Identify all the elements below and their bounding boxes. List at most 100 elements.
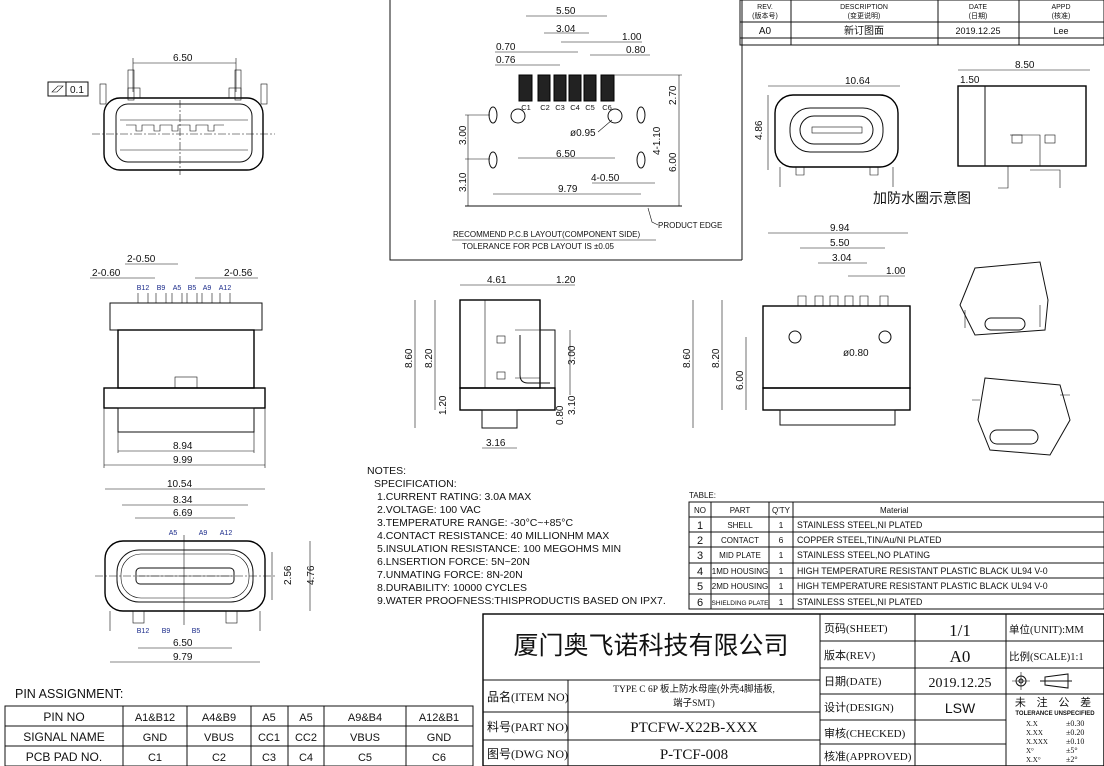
- pin-label: B12: [137, 285, 150, 292]
- dim: 2.56: [283, 565, 294, 585]
- pin-cell: CC1: [258, 732, 280, 744]
- checked-label: 审核(CHECKED): [824, 726, 906, 740]
- pin-cell: CC2: [295, 732, 317, 744]
- pad-label: C2: [540, 103, 550, 112]
- pin-cell: A5: [299, 712, 312, 724]
- dim: 1.00: [622, 32, 642, 43]
- pin-cell: A4&B9: [202, 712, 236, 724]
- design-value: LSW: [945, 700, 976, 716]
- tolerance-format: X°: [1026, 747, 1034, 755]
- part-material: STAINLESS STEEL,NO PLATING: [797, 550, 930, 560]
- tolerance-subtitle: TOLERANCE UNSPECIFIED: [1015, 711, 1095, 717]
- dim: 6.50: [556, 149, 576, 160]
- item-label: 品名(ITEM NO): [487, 689, 569, 704]
- tolerance-value: ±0.20: [1066, 728, 1084, 737]
- tolerance-value: ±0.30: [1066, 719, 1084, 728]
- part-qty: 1: [779, 581, 784, 591]
- dim: ø0.95: [570, 128, 596, 139]
- dim: 2-0.50: [127, 254, 156, 265]
- tolerance-value: ±0.10: [1066, 737, 1084, 746]
- front-top-view: 6.50: [92, 53, 275, 175]
- pad-label: C1: [521, 103, 531, 112]
- part-no: 2: [697, 535, 703, 547]
- sheet-label: 页码(SHEET): [824, 622, 888, 635]
- note-item: 7.UNMATING FORCE: 8N-20N: [377, 569, 523, 581]
- pad-label: C6: [602, 103, 612, 112]
- part-label: 料号(PART NO): [487, 720, 568, 734]
- pin-cell: GND: [427, 732, 452, 744]
- dim: 8.50: [1015, 60, 1035, 71]
- dim: 3.04: [556, 24, 576, 35]
- tolerance-value: ±2°: [1066, 755, 1078, 764]
- rev-label: 版本(REV): [824, 648, 876, 662]
- part-qty: 1: [779, 520, 784, 530]
- pin-label: B9: [162, 628, 171, 635]
- tolerance-value: ±5°: [1066, 746, 1078, 755]
- note-item: 1.CURRENT RATING: 3.0A MAX: [377, 491, 531, 503]
- flatness-value: 0.1: [70, 85, 84, 96]
- part-no: 3: [697, 550, 703, 562]
- dim: 6.50: [173, 53, 193, 64]
- title-block: 厦门奥飞诺科技有限公司 品名(ITEM NO) TYPE C 6P 板上防水母座…: [482, 613, 1104, 766]
- part-no: 5: [697, 581, 703, 593]
- pin-cell: GND: [143, 732, 168, 744]
- pin-row-header: PIN NO: [43, 710, 84, 724]
- dim: 3.04: [832, 253, 852, 264]
- date-value: 2019.12.25: [955, 26, 1000, 36]
- dim: 2-0.56: [224, 268, 253, 279]
- appd-header: APPD: [1051, 4, 1070, 11]
- table-header: Material: [880, 506, 909, 515]
- dim: 3.16: [486, 438, 506, 449]
- scale: 比例(SCALE)1:1: [1009, 650, 1084, 663]
- pin-label: A5: [173, 285, 182, 292]
- part-name: SHELL: [727, 521, 753, 530]
- dim: 10.54: [167, 479, 192, 490]
- pcb-layout-caption: RECOMMEND P.C.B LAYOUT(COMPONENT SIDE): [453, 230, 640, 239]
- part-qty: 6: [779, 535, 784, 545]
- dim: 6.00: [668, 152, 679, 172]
- unit: 单位(UNIT):MM: [1009, 623, 1084, 636]
- dim: 10.64: [845, 76, 870, 87]
- part-number: PTCFW-X22B-XXX: [630, 720, 758, 736]
- part-no: 6: [697, 597, 703, 609]
- dim: 0.70: [496, 42, 516, 53]
- description-header: DESCRIPTION: [840, 4, 888, 11]
- dim: 9.79: [173, 652, 193, 663]
- sheet-value: 1/1: [949, 621, 971, 640]
- tolerance-title: 未 注 公 差: [1015, 695, 1095, 709]
- side-view: 4.61 1.20 8.60 8.20 1.20 3.00 3.10 0.80 …: [404, 275, 578, 449]
- pin-assignment-title: PIN ASSIGNMENT:: [15, 687, 123, 701]
- rev-value: A0: [759, 26, 772, 37]
- dim: 3.00: [458, 125, 469, 145]
- pin-cell: C5: [358, 752, 372, 764]
- tolerance-format: X.XX: [1026, 729, 1043, 737]
- part-material: HIGH TEMPERATURE RESISTANT PLASTIC BLACK…: [797, 581, 1048, 591]
- pcb-tolerance: TOLERANCE FOR PCB LAYOUT IS ±0.05: [462, 242, 615, 251]
- part-name: MID PLATE: [719, 551, 761, 560]
- company-name: 厦门奥飞诺科技有限公司: [513, 632, 788, 660]
- part-no: 4: [697, 566, 703, 578]
- pin-label: A9: [203, 285, 212, 292]
- dim: 4-1.10: [652, 126, 663, 155]
- part-name: 2MD HOUSING: [712, 582, 768, 591]
- waterproof-caption: 加防水圈示意图: [873, 190, 971, 207]
- tolerance-format: X.XXX: [1026, 738, 1048, 746]
- pin-cell: VBUS: [204, 732, 234, 744]
- dim: 3.10: [458, 172, 469, 192]
- dim: 8.20: [424, 348, 435, 368]
- approved-label: 核准(APPROVED): [824, 749, 912, 763]
- pin-cell: A9&B4: [348, 712, 382, 724]
- pad-label: C3: [555, 103, 565, 112]
- dim: 0.80: [555, 405, 566, 425]
- part-name: SHIELDING PLATE: [712, 600, 770, 607]
- dim: 1.50: [960, 75, 980, 86]
- date-header: DATE: [969, 4, 987, 11]
- dim: 6.00: [735, 370, 746, 390]
- dim: 1.20: [556, 275, 576, 286]
- flatness-icon: [51, 85, 64, 93]
- dim: 3.10: [567, 395, 578, 415]
- dim: 4.61: [487, 275, 507, 286]
- part-name: 1MD HOUSING: [712, 567, 768, 576]
- item-value-2: 端子SMT): [673, 697, 715, 709]
- pcb-pads: [518, 74, 615, 102]
